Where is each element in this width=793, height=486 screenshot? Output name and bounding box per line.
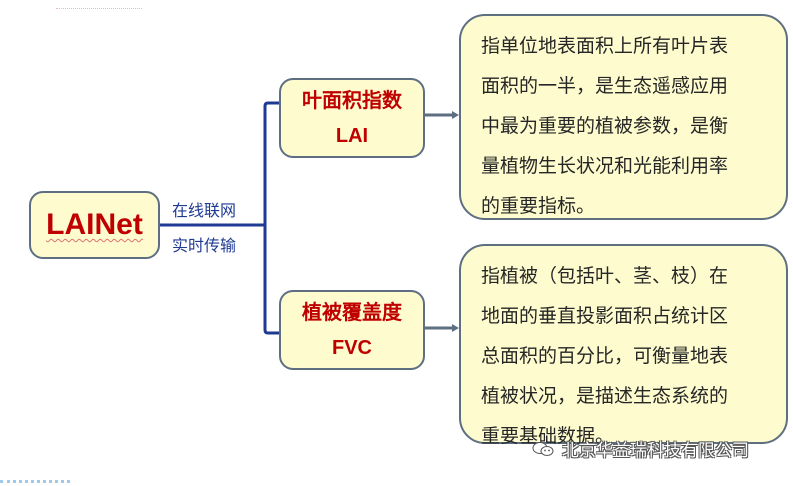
arrow-fvc-to-description <box>425 324 459 332</box>
branch-node-fvc: 植被覆盖度 FVC <box>279 290 425 370</box>
decorative-dotted-line-top <box>56 8 142 11</box>
branch-node-lai: 叶面积指数 LAI <box>279 78 425 158</box>
description-line: 指单位地表面积上所有叶片表 <box>481 35 729 57</box>
root-label: LAINet <box>46 208 143 241</box>
bracket-line <box>263 101 279 335</box>
decorative-dotted-line-bottom <box>0 480 70 486</box>
branch-abbr: LAI <box>335 125 369 147</box>
description-line: 的重要指标。 <box>481 195 596 217</box>
arrow-lai-to-description <box>425 111 459 119</box>
description-line: 面积的一半，是生态遥感应用 <box>481 75 729 97</box>
wechat-icon <box>532 441 554 456</box>
branch-abbr: FVC <box>332 337 372 359</box>
description-line: 植被状况，是描述生态系统的 <box>481 385 729 407</box>
description-line: 重要基础数据。 <box>481 425 615 447</box>
description-line: 中最为重要的植被参数，是衡 <box>481 115 729 137</box>
description-line: 量植物生长状况和光能利用率 <box>481 155 729 177</box>
description-box-fvc: 指植被（包括叶、茎、枝）在 地面的垂直投影面积占统计区 总面积的百分比，可衡量地… <box>459 244 788 447</box>
root-node-lainet: LAINet <box>29 191 160 259</box>
description-line: 指植被（包括叶、茎、枝）在 <box>481 265 729 287</box>
connector-label-online: 在线联网 <box>172 201 237 220</box>
watermark: 北京华益瑞科技有限公司 <box>532 436 749 461</box>
branch-title: 植被覆盖度 <box>302 300 402 324</box>
watermark-text: 北京华益瑞科技有限公司 <box>562 441 749 461</box>
description-line: 总面积的百分比，可衡量地表 <box>481 345 729 367</box>
connector-label-realtime: 实时传输 <box>172 236 237 255</box>
description-line: 地面的垂直投影面积占统计区 <box>481 305 729 327</box>
branch-title: 叶面积指数 <box>302 88 402 112</box>
description-box-lai: 指单位地表面积上所有叶片表 面积的一半，是生态遥感应用 中最为重要的植被参数，是… <box>459 14 788 220</box>
